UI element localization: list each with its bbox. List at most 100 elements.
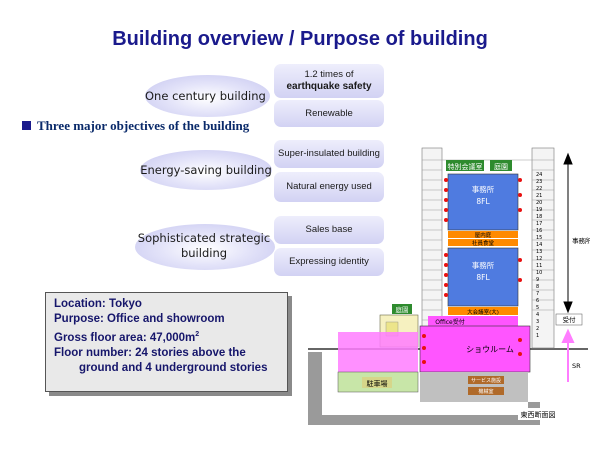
item-renewable-label: Renewable: [305, 107, 353, 119]
band-reception-label: Office受付: [435, 318, 465, 326]
objective-item-insulated: Super-insulated building: [274, 140, 384, 168]
red-dot-markers: [422, 178, 522, 364]
upper-office-label-1: 事務所: [472, 184, 495, 194]
objective-item-earthquake: 1.2 times of earthquake safety: [274, 64, 384, 98]
band-cafeteria-label: 社員食堂: [472, 239, 495, 247]
band-conference: [448, 307, 518, 315]
info-area: Gross floor area: 47,000m2: [54, 327, 287, 346]
floor-number-6: 6: [536, 298, 539, 304]
parking-label: 駐車場: [367, 379, 388, 388]
band-cafeteria: [448, 239, 518, 246]
objective-item-sales-base: Sales base: [274, 216, 384, 244]
floor-number-9: 9: [536, 277, 539, 283]
showroom-label: ショウルーム: [466, 345, 514, 354]
objective-ellipse-energy: [140, 150, 272, 190]
square-bullet-icon: [22, 121, 31, 130]
top-hall-box: [490, 160, 512, 171]
tower-right-frame: [531, 147, 555, 349]
foundation-shape: [308, 352, 540, 425]
info-purpose: Purpose: Office and showroom: [54, 313, 225, 325]
objective-item-natural-energy: Natural energy used: [274, 172, 384, 202]
floor-number-20: 20: [536, 200, 542, 206]
info-area-sup: 2: [195, 331, 200, 338]
floor-number-3: 3: [536, 319, 539, 325]
item-sales-base-label: Sales base: [305, 224, 353, 235]
item-identity-label: Expressing identity: [289, 256, 369, 267]
objective-label-strategic: Sophisticated strategic building: [130, 231, 278, 261]
lower-office-block: [447, 247, 519, 307]
left-pink-block: [338, 332, 418, 372]
strategic-label-line2: building: [180, 246, 228, 260]
item-earthquake-line2: earthquake safety: [286, 81, 372, 92]
showroom-block: [419, 325, 531, 373]
section-caption: 東西断面図: [521, 410, 556, 419]
floor-number-21: 21: [536, 193, 542, 199]
top-hall-label: 庭園: [494, 162, 508, 171]
lower-office-label-2: 8FL: [476, 273, 490, 282]
page-title: Building overview / Purpose of building: [112, 28, 488, 50]
office-range-arrow: [563, 152, 573, 314]
garden-label: 庭園: [396, 305, 409, 314]
floor-number-15: 15: [536, 235, 542, 241]
band-reception: [428, 316, 518, 326]
objective-ellipse-century: [145, 75, 270, 117]
building-info-box: Location: Tokyo Purpose: Office and show…: [45, 292, 288, 392]
objective-label-century: One century building: [145, 89, 266, 103]
sr-arrow: [561, 328, 575, 382]
top-meeting-box: [446, 160, 484, 171]
parking-label-box: [362, 377, 392, 388]
objectives-heading-text: Three major objectives of the building: [37, 118, 250, 133]
floor-number-14: 14: [536, 242, 542, 248]
machine-room-band: [468, 387, 504, 395]
top-meeting-label: 特別会議室: [448, 162, 483, 171]
info-floors-line2: ground and 4 underground stories: [79, 361, 268, 374]
uketsuke-label: 受付: [563, 315, 577, 324]
floor-number-13: 13: [536, 249, 542, 255]
objective-label-energy: Energy-saving building: [140, 163, 272, 177]
band-indoor-garden: [448, 231, 518, 238]
tower-floor-lines: [422, 159, 554, 321]
machine-room-label: 機械室: [478, 388, 493, 395]
garden-box: [392, 304, 412, 314]
floor-number-23: 23: [536, 179, 542, 185]
objectives-heading: Three major objectives of the building: [22, 118, 249, 134]
floor-number-12: 12: [536, 256, 542, 262]
uketsuke-box: [555, 313, 583, 326]
objective-ellipse-strategic: [135, 224, 275, 270]
floor-number-11: 11: [536, 263, 542, 269]
floor-number-22: 22: [536, 186, 542, 192]
item-earthquake-line1: 1.2 times of: [304, 69, 354, 80]
service-band: [468, 376, 504, 384]
sr-label: SR: [572, 362, 581, 370]
floor-number-16: 16: [536, 228, 542, 234]
floor-number-1: 1: [536, 333, 539, 339]
floor-number-17: 17: [536, 221, 542, 227]
tower-left-frame: [421, 147, 443, 344]
objective-item-identity: Expressing identity: [274, 248, 384, 276]
floor-number-24: 24: [536, 172, 542, 178]
item-natural-energy-label: Natural energy used: [286, 181, 372, 192]
objective-item-renewable: Renewable: [274, 100, 384, 127]
building-section-diagram: 特別会議室 庭園 事務所 8FL 屋内庭 社員食堂 事務所 8FL 大会議室(大…: [308, 147, 590, 425]
item-insulated-label: Super-insulated building: [278, 148, 380, 159]
floor-number-8: 8: [536, 284, 539, 290]
right-office-label: 事務所: [572, 236, 590, 245]
band-conference-label: 大会議室(大): [467, 308, 499, 316]
floor-number-2: 2: [536, 326, 539, 332]
info-location: Location: Tokyo: [54, 298, 142, 310]
section-caption-box: [518, 408, 558, 420]
upper-office-block: [447, 173, 519, 231]
band-indoor-garden-label: 屋内庭: [475, 231, 492, 239]
info-floors-line1: Floor number: 24 stories above the: [54, 346, 246, 359]
floor-number-19: 19: [536, 207, 542, 213]
floor-number-5: 5: [536, 305, 539, 311]
strategic-label-line1: Sophisticated strategic: [137, 231, 271, 245]
info-area-text: Gross floor area: 47,000m: [54, 331, 196, 344]
floor-number-4: 4: [536, 312, 539, 318]
service-band-label: サービス施設: [471, 377, 501, 384]
floor-number-10: 10: [536, 270, 542, 276]
lower-office-label-1: 事務所: [472, 260, 495, 270]
upper-office-label-2: 8FL: [476, 197, 490, 206]
floor-number-18: 18: [536, 214, 542, 220]
floor-number-7: 7: [536, 291, 539, 297]
